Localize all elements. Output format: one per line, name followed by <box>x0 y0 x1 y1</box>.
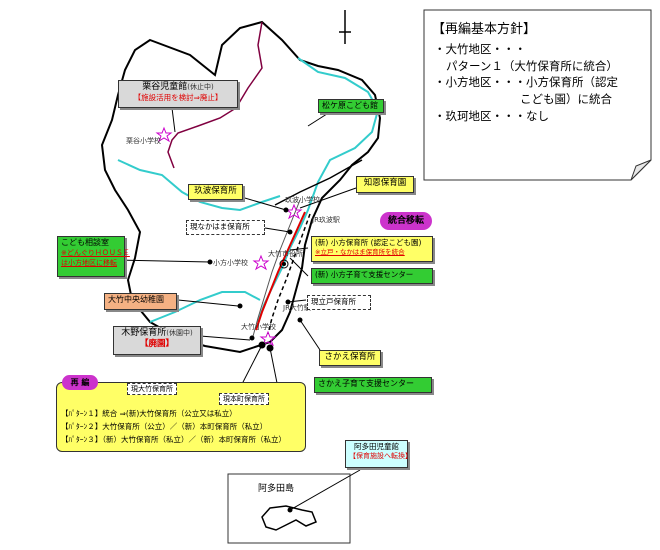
nakahama-box: 現なかはま保育所 <box>186 220 265 235</box>
kino-note: 【廃園】 <box>139 339 174 350</box>
north-arrow-icon <box>339 10 351 44</box>
policy-line: パターン１（大竹保育所に統合） <box>446 58 618 73</box>
reorg-badge-label: 再 編 <box>70 378 90 387</box>
facility-dot-icon <box>207 207 303 513</box>
nakahama-label: 現なかはま保育所 <box>190 222 250 231</box>
kino-status: (休園中) <box>166 329 193 337</box>
kuba-nursery-box: 玖波保育所 <box>188 184 243 200</box>
city-hall-icon <box>279 259 289 269</box>
sakae-support-label: さかえ子育て支援センター <box>318 379 414 388</box>
school-star-icon <box>155 126 303 347</box>
pattern-3: 【ﾊﾟﾀｰﾝ３】（新）大竹保育所（私立）／（新）本町保育所（私立） <box>61 435 286 444</box>
ata-island-label: 阿多田島 <box>258 484 295 494</box>
kuba-school-label: 玖波小学校 <box>285 196 320 204</box>
consult-line2: ※どんぐりＨＯＵＳＥ <box>61 249 130 257</box>
chiei-nursery-box: 知恩保育園 <box>356 176 414 193</box>
policy-line: ・玖珂地区・・・なし <box>434 108 549 123</box>
merge-badge: 統合移転 <box>380 212 432 230</box>
consult-title: こども相談室 <box>61 238 109 247</box>
policy-title: 【再編基本方針】 <box>432 22 537 37</box>
ata-center-name: 阿多田児童館 <box>354 442 399 451</box>
reorg-badge: 再 編 <box>62 375 98 390</box>
kino-box: 木野保育所(休園中) 【廃園】 <box>113 326 201 355</box>
kuba-station-label: JR玖波駅 <box>312 216 340 224</box>
sakae-support-box: さかえ子育て支援センター <box>314 377 432 393</box>
ogata-school-label: 小方小学校 <box>213 259 248 267</box>
consult-box: こども相談室 ※どんぐりＨＯＵＳＥ は小方地区に移転 <box>57 236 130 277</box>
matsugahara-box: 松ケ原こども館 <box>318 99 384 113</box>
new-ogata-box: (新) 小方保育所 (認定こども園) ※立戸・なかはま保育所を統合 <box>311 236 433 262</box>
ata-center-box: 阿多田児童館 【保育施設へ転換】 <box>345 440 412 468</box>
coast-road <box>251 199 301 341</box>
policy-line: ・大竹地区・・・ <box>434 42 526 56</box>
new-ogata-support-label: (新) 小方子育て支援センター <box>315 270 414 279</box>
tatedo-box: 現立戸保育所 <box>307 295 371 310</box>
kuba-nursery-label: 玖波保育所 <box>194 186 237 196</box>
policy-note: 【再編基本方針】 ・大竹地区・・・ パターン１（大竹保育所に統合） ・小方地区・… <box>424 10 651 180</box>
policy-line: ・小方地区・・・小方保育所（認定 <box>434 75 618 90</box>
reorg-box: 現大竹保育所 現本町保育所 【ﾊﾟﾀｰﾝ１】統合 ⇒(新)大竹保育所（公立又は私… <box>56 382 306 452</box>
honmachi-now-label: 現本町保育所 <box>223 395 265 403</box>
kuriya-center-box: 栗谷児童館(休止中) 【施設活用を検討⇒廃止】 <box>118 80 238 108</box>
pattern-1: 【ﾊﾟﾀｰﾝ１】統合 ⇒(新)大竹保育所（公立又は私立） <box>61 409 237 418</box>
otake-kindergarten-box: 大竹中央幼稚園 <box>104 293 177 310</box>
new-ogata-name: (新) 小方保育所 (認定こども園) <box>315 238 422 247</box>
expressway <box>274 159 363 206</box>
consult-line3: は小方地区に移転 <box>61 259 117 267</box>
sakae-nursery-box: さかえ保育所 <box>319 350 381 366</box>
otake-now-box: 現大竹保育所 <box>127 383 177 396</box>
river-branch-south <box>149 291 261 323</box>
otake-school-label: 大竹小学校 <box>241 323 276 331</box>
chiei-nursery-label: 知恩保育園 <box>363 178 407 188</box>
merge-badge-label: 統合移転 <box>387 216 424 226</box>
tatedo-label: 現立戸保育所 <box>311 297 356 306</box>
matsugahara-label: 松ケ原こども館 <box>322 101 378 110</box>
kuriya-center-name: 栗谷児童館 <box>142 82 188 92</box>
pattern-2: 【ﾊﾟﾀｰﾝ２】大竹保育所（公立）／（新）本町保育所（私立） <box>61 422 268 431</box>
river <box>257 57 380 323</box>
otake-now-label: 現大竹保育所 <box>131 385 173 393</box>
railway-jr <box>255 211 306 331</box>
river-branch <box>117 159 281 212</box>
railway-dashed <box>267 213 311 335</box>
kuriya-school-label: 栗谷小学校 <box>126 137 161 145</box>
ata-center-note: 【保育施設へ転換】 <box>349 452 412 461</box>
kuriya-center-note: 【施設活用を検討⇒廃止】 <box>133 93 223 103</box>
otake-station-label: JR大竹駅 <box>283 304 311 312</box>
honmachi-now-box: 現本町保育所 <box>219 393 269 406</box>
leader-lines <box>115 107 361 511</box>
new-ogata-support-box: (新) 小方子育て支援センター <box>311 268 433 284</box>
city-hall-label: 大竹市役所 <box>268 250 303 258</box>
kuriya-center-status: (休止中) <box>187 83 214 91</box>
otake-kindergarten-label: 大竹中央幼稚園 <box>108 295 164 304</box>
ata-island-shape <box>261 505 317 531</box>
mountain-road <box>167 21 263 169</box>
policy-line: こども園）に統合 <box>520 92 612 107</box>
sakae-nursery-label: さかえ保育所 <box>324 352 376 362</box>
kino-name: 木野保育所 <box>121 328 167 338</box>
new-ogata-note: ※立戸・なかはま保育所を統合 <box>315 248 405 257</box>
